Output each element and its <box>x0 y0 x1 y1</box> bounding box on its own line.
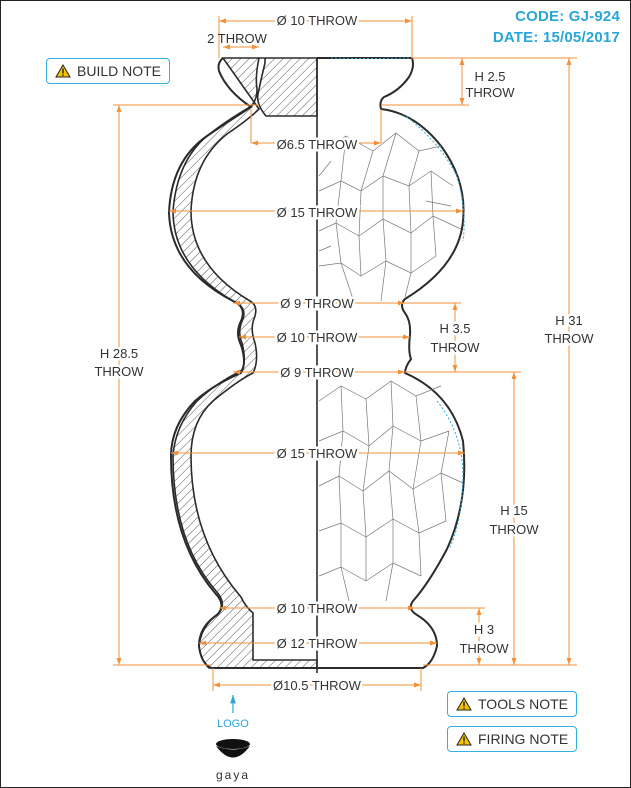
logo-label: LOGO <box>217 718 249 730</box>
h-total-unit: THROW <box>544 331 594 346</box>
h-neck-label: H 2.5 <box>474 69 505 84</box>
upper-belly-label: Ø 15 THROW <box>277 205 358 220</box>
warning-icon <box>456 732 472 746</box>
right-profile <box>317 57 466 669</box>
build-note-label: BUILD NOTE <box>77 63 162 79</box>
neck-diameter-label: Ø6.5 THROW <box>277 137 358 152</box>
tools-note-label: TOOLS NOTE <box>478 696 568 712</box>
firing-note-button[interactable]: FIRING NOTE <box>447 726 578 752</box>
h-neck-unit: THROW <box>465 85 515 100</box>
crackle-texture-upper <box>318 132 462 302</box>
h-body-unit: THROW <box>94 364 144 379</box>
waist-mid-label: Ø 10 THROW <box>277 330 358 345</box>
h-lower-unit: THROW <box>489 522 539 537</box>
h-total-label: H 31 <box>555 313 582 328</box>
warning-icon <box>55 64 71 78</box>
warning-icon <box>456 697 472 711</box>
build-note-button[interactable]: BUILD NOTE <box>46 58 171 84</box>
tools-note-button[interactable]: TOOLS NOTE <box>447 691 577 717</box>
h-foot-unit: THROW <box>459 641 509 656</box>
left-profile <box>167 57 253 669</box>
drawing-date: DATE: 15/05/2017 <box>492 29 620 46</box>
rim-diameter-label: Ø 10 THROW <box>277 13 358 28</box>
drawing-code: CODE: GJ-924 <box>515 8 620 25</box>
h-foot-label: H 3 <box>474 622 494 637</box>
waist-upper-label: Ø 9 THROW <box>280 296 354 311</box>
firing-note-label: FIRING NOTE <box>478 731 569 747</box>
h-body-label: H 28.5 <box>100 346 138 361</box>
crackle-texture-lower <box>318 380 464 602</box>
waist-lower-label: Ø 9 THROW <box>280 365 354 380</box>
base-diameter-label: Ø10.5 THROW <box>273 678 362 693</box>
foot-neck-label: Ø 10 THROW <box>277 601 358 616</box>
brand-name: gaya <box>216 768 251 782</box>
h-waist-unit: THROW <box>430 340 480 355</box>
h-waist-label: H 3.5 <box>439 321 470 336</box>
gaya-logo-icon <box>216 739 250 758</box>
lower-belly-label: Ø 15 THROW <box>277 446 358 461</box>
foot-flare-label: Ø 12 THROW <box>277 636 358 651</box>
wall-thickness-label: 2 THROW <box>207 31 267 46</box>
h-lower-label: H 15 <box>500 503 527 518</box>
